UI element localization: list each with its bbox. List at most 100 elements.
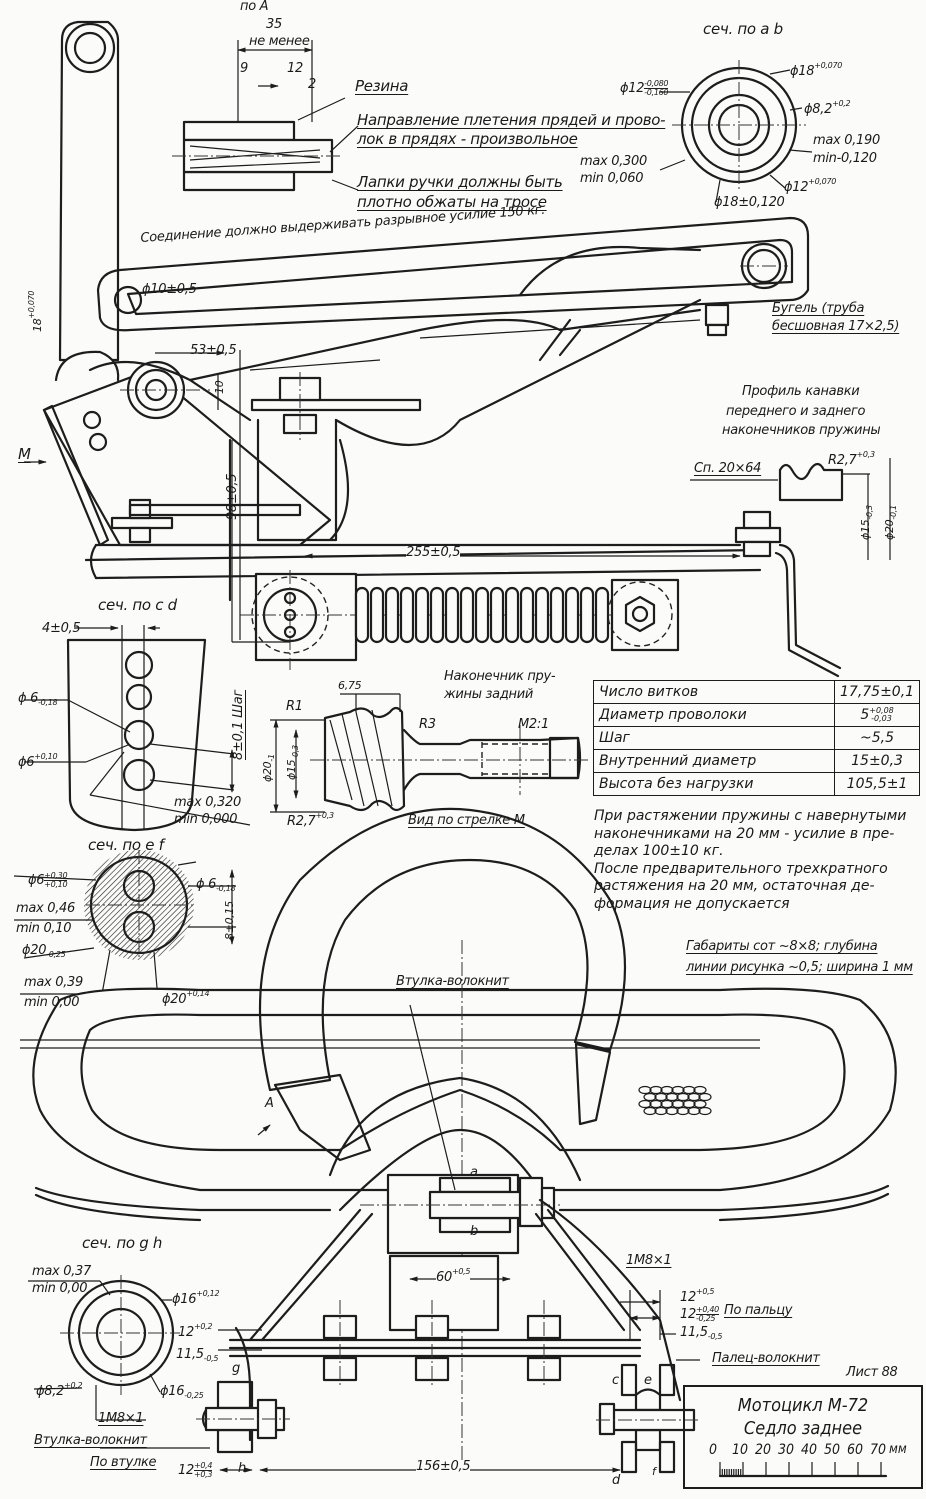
groove-d15: ϕ15-0,3 xyxy=(859,505,874,540)
part-name: Седло заднее xyxy=(743,1418,863,1439)
arrow-m-label: М xyxy=(18,445,31,463)
ab-d12-dim: ϕ12-0,080-0,160 xyxy=(620,79,669,97)
groove-r27: R2,7+0,3 xyxy=(828,450,875,468)
gh-dim12b: 12+0,4+0,3 xyxy=(178,1461,213,1479)
honeycomb-cell xyxy=(649,1099,663,1109)
gh-max: max 0,37 xyxy=(32,1264,92,1279)
cd-step: 8±0,1 Шаг xyxy=(231,690,246,760)
bugel-note-2: бесшовная 17×2,5) xyxy=(772,319,900,334)
ab-min-b: min 0,060 xyxy=(580,171,644,186)
spring-coil xyxy=(474,586,490,644)
section-g-marker: g xyxy=(232,1361,240,1376)
section-e-marker: e xyxy=(644,1373,652,1388)
grab-handle-arc xyxy=(257,807,627,1162)
spring-coil xyxy=(354,586,370,644)
tip-r1: R1 xyxy=(286,699,303,714)
scale-tick-label: 0 xyxy=(709,1442,718,1458)
ef-min2: min 0,00 xyxy=(24,995,80,1010)
dim-2: 2 xyxy=(308,77,316,92)
section-ef xyxy=(13,850,236,1001)
groove-d20: ϕ20-0,1 xyxy=(883,505,898,540)
thread-right: 1М8×1 xyxy=(626,1253,672,1268)
sheet-number: Лист 88 xyxy=(846,1365,898,1380)
support-bracket xyxy=(42,298,702,602)
ef-d20: ϕ20-0,25 xyxy=(22,943,66,959)
cd-min: min 0,000 xyxy=(174,812,238,827)
honeycomb-cell xyxy=(665,1106,679,1116)
scale-unit: мм xyxy=(889,1442,907,1457)
bugel-note-1: Бугель (труба xyxy=(772,301,865,316)
tip-dim-675: 6,75 xyxy=(338,679,362,692)
section-ef-title: сеч. по e f xyxy=(88,836,164,854)
d18-side-dim: 18+0,070 xyxy=(27,290,44,332)
scale-tick-label: 20 xyxy=(755,1442,772,1458)
section-gh-title: сеч. по g h xyxy=(82,1234,163,1252)
scale-tick-label: 10 xyxy=(732,1442,749,1458)
scale-tick-label: 60 xyxy=(847,1442,864,1458)
spring-coil xyxy=(504,586,520,644)
honeycomb-cell xyxy=(660,1099,674,1109)
view-a-arrow-label: А xyxy=(265,1096,274,1111)
dim-12: 12 xyxy=(287,61,303,76)
honeycomb-cell xyxy=(698,1106,712,1116)
honeycomb-cell xyxy=(649,1085,663,1095)
spring-coil xyxy=(399,586,415,644)
ab-d18-b-dim: ϕ18±0,120 xyxy=(714,195,785,210)
spring-coil xyxy=(594,586,610,644)
view-m-label: Вид по стрелке М xyxy=(408,813,525,828)
section-gh xyxy=(28,1275,262,1421)
section-ab-title: сеч. по a b xyxy=(703,20,783,38)
rubber-label: Резина xyxy=(355,77,409,95)
groove-profile-title-3: наконечников пружины xyxy=(722,423,881,438)
honeycomb-cell xyxy=(693,1085,707,1095)
spring-coil xyxy=(519,586,535,644)
honeycomb-cell xyxy=(687,1092,701,1102)
honeycomb-cell xyxy=(676,1106,690,1116)
spring-tip-title-1: Наконечник пру- xyxy=(444,669,556,684)
honeycomb-cell xyxy=(638,1099,652,1109)
groove-profile-title-1: Профиль канавки xyxy=(742,384,860,399)
ef-d20-b: ϕ20+0,14 xyxy=(162,989,210,1007)
gh-bushing-label: Втулка-волокнит xyxy=(34,1433,147,1448)
left-pin-assembly xyxy=(100,1380,621,1473)
seat-handle-frame xyxy=(96,216,810,382)
table-row: Шаг~5,5 xyxy=(593,726,921,750)
honeycomb-cell xyxy=(643,1106,657,1116)
dim-10: 10 xyxy=(213,380,226,394)
pin-d12b: 12+0,40-0,25 xyxy=(680,1305,719,1323)
product-name: Мотоцикл М-72 xyxy=(737,1395,869,1416)
section-cd-title: сеч. по c d xyxy=(98,596,177,614)
tip-r3: R3 xyxy=(419,717,436,732)
section-f-marker: f xyxy=(652,1465,656,1478)
by-pin-label: По пальцу xyxy=(724,1303,793,1318)
groove-profile-title-2: переднего и заднего xyxy=(726,404,866,419)
spring-assembly xyxy=(231,440,680,670)
honeycomb-cell xyxy=(654,1106,668,1116)
spring-coil xyxy=(579,586,595,644)
honeycomb-cell xyxy=(654,1092,668,1102)
spring-coil xyxy=(549,586,565,644)
cd-dim-4: 4±0,5 xyxy=(42,621,81,636)
ef-min1: min 0,10 xyxy=(16,921,72,936)
honeycomb-cell xyxy=(660,1085,674,1095)
scale-tick-label: 50 xyxy=(824,1442,841,1458)
spring-notes: При растяжении пружины с навернутыми нак… xyxy=(594,808,907,912)
honeycomb-cell xyxy=(693,1099,707,1109)
strand-direction-note-2: лок в прядях - произвольное xyxy=(357,130,578,148)
spring-coil xyxy=(369,586,385,644)
honeycomb-cell xyxy=(682,1085,696,1095)
groove-material: Сп. 20×64 xyxy=(694,461,762,476)
honeycomb-cell xyxy=(698,1092,712,1102)
spring-tip-view xyxy=(270,693,590,813)
gh-by-bushing: По втулке xyxy=(90,1455,157,1470)
dim-35: 35 xyxy=(266,17,282,32)
gh-d16-b: ϕ16-0,25 xyxy=(160,1384,204,1400)
spring-coil xyxy=(564,586,580,644)
crimp-note-1: Лапки ручки должны быть xyxy=(357,173,563,191)
pin-d11-5: 11,5-0,5 xyxy=(680,1325,723,1341)
